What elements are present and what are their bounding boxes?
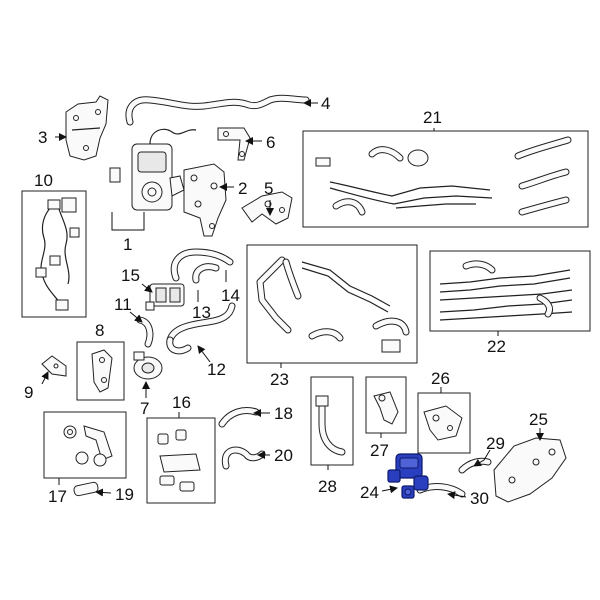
part-6-bracket <box>217 127 251 161</box>
group-box-26 <box>417 392 471 454</box>
callout-25: 25 <box>529 410 548 429</box>
group-box-16 <box>146 417 216 504</box>
part-12-hose <box>166 302 236 355</box>
part-20-hose <box>221 446 266 470</box>
part-7-pump <box>133 351 163 380</box>
callout-6: 6 <box>266 133 275 152</box>
callout-3: 3 <box>38 128 47 147</box>
part-18-hose <box>218 407 260 428</box>
part-15-valve <box>145 283 185 311</box>
part-27-bracket <box>373 391 399 425</box>
group-box-10 <box>21 190 87 318</box>
callout-30: 30 <box>470 489 489 508</box>
callout-19: 19 <box>115 485 134 504</box>
callout-27: 27 <box>370 441 389 460</box>
callout-24: 24 <box>360 483 379 502</box>
part-3-bracket <box>65 95 109 161</box>
callout-29: 29 <box>486 434 505 453</box>
callout-10: 10 <box>34 171 53 190</box>
part-16-fittings <box>157 429 201 492</box>
callout-14: 14 <box>221 286 240 305</box>
callout-13: 13 <box>192 303 211 322</box>
group-box-23 <box>246 244 418 364</box>
callout-23: 23 <box>270 370 289 389</box>
callout-8: 8 <box>95 321 104 340</box>
leader-lines <box>41 99 544 500</box>
callout-5: 5 <box>264 179 273 198</box>
callout-17: 17 <box>48 487 67 506</box>
part-23-pipes <box>256 256 410 353</box>
callout-16: 16 <box>172 393 191 412</box>
group-box-21 <box>302 130 589 228</box>
part-2-bracket <box>183 163 227 237</box>
part-10-harness <box>35 197 80 311</box>
part-28-pipe <box>315 395 346 456</box>
part-8-bracket <box>91 349 113 393</box>
group-box-17 <box>43 411 127 479</box>
callout-15: 15 <box>121 266 140 285</box>
group-box-8 <box>76 341 125 401</box>
part-17-clips <box>63 425 113 467</box>
callout-12: 12 <box>207 360 226 379</box>
group-box-28 <box>310 376 354 466</box>
callout-7: 7 <box>140 399 149 418</box>
group-box-27 <box>365 376 407 434</box>
part-24-valve-highlighted[interactable] <box>387 453 429 499</box>
callout-26: 26 <box>431 369 450 388</box>
callout-4: 4 <box>321 94 330 113</box>
part-19-tube <box>73 481 99 497</box>
part-14-hose <box>192 263 220 284</box>
group-box-22 <box>429 250 591 332</box>
part-11-hose <box>136 316 154 348</box>
callout-20: 20 <box>274 446 293 465</box>
callout-2: 2 <box>238 179 247 198</box>
callout-18: 18 <box>274 404 293 423</box>
part-1-assembly <box>109 128 197 211</box>
part-4-hose <box>125 94 310 126</box>
part-13-hose <box>170 248 234 282</box>
callout-22: 22 <box>487 337 506 356</box>
part-9-bracket <box>41 355 67 377</box>
part-21-pipes <box>315 136 572 216</box>
part-26-bracket <box>423 405 463 441</box>
part-22-harness <box>439 260 573 321</box>
callout-11: 11 <box>114 295 132 314</box>
callout-21: 21 <box>423 108 442 127</box>
callout-1: 1 <box>123 235 132 254</box>
callout-28: 28 <box>318 477 337 496</box>
callout-9: 9 <box>24 383 33 402</box>
part-25-bracket <box>493 437 567 503</box>
